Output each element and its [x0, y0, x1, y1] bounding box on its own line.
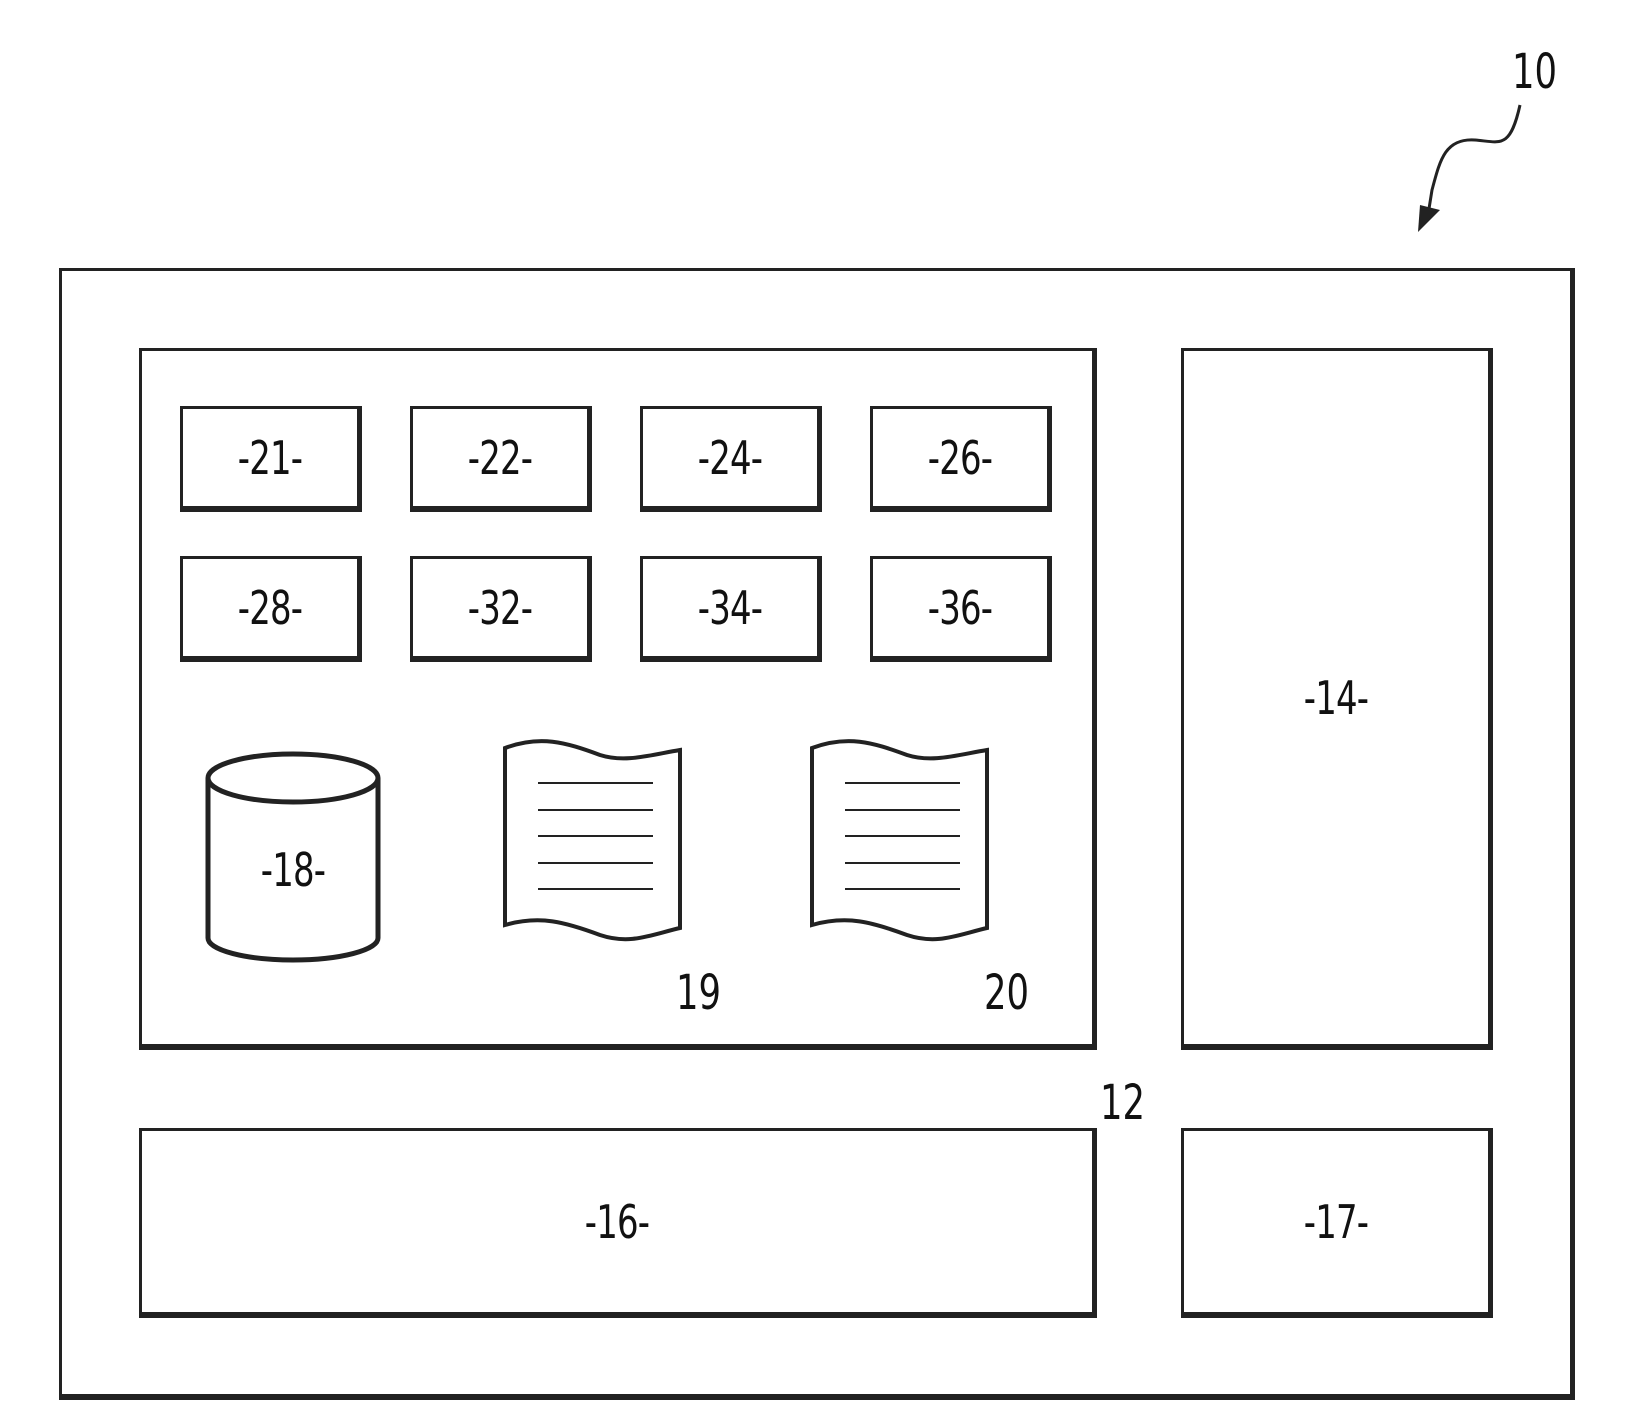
leader-arrow-10: [1426, 104, 1522, 216]
component-32: -32-: [410, 556, 592, 662]
component-22: -22-: [410, 406, 592, 512]
block-16: -16-: [139, 1128, 1097, 1318]
ref-label-12: 12: [1100, 1075, 1146, 1131]
component-34: -34-: [640, 556, 822, 662]
component-21: -21-: [180, 406, 362, 512]
arrowhead-icon: [1418, 205, 1440, 232]
component-28: -28-: [180, 556, 362, 662]
component-26: -26-: [870, 406, 1052, 512]
block-14: -14-: [1181, 348, 1493, 1050]
ref-label-10: 10: [1512, 44, 1558, 100]
component-24: -24-: [640, 406, 822, 512]
ref-label-19: 19: [676, 965, 722, 1021]
block-17: -17-: [1181, 1128, 1493, 1318]
component-36: -36-: [870, 556, 1052, 662]
database-18: -18-: [260, 843, 326, 897]
ref-label-20: 20: [984, 965, 1030, 1021]
